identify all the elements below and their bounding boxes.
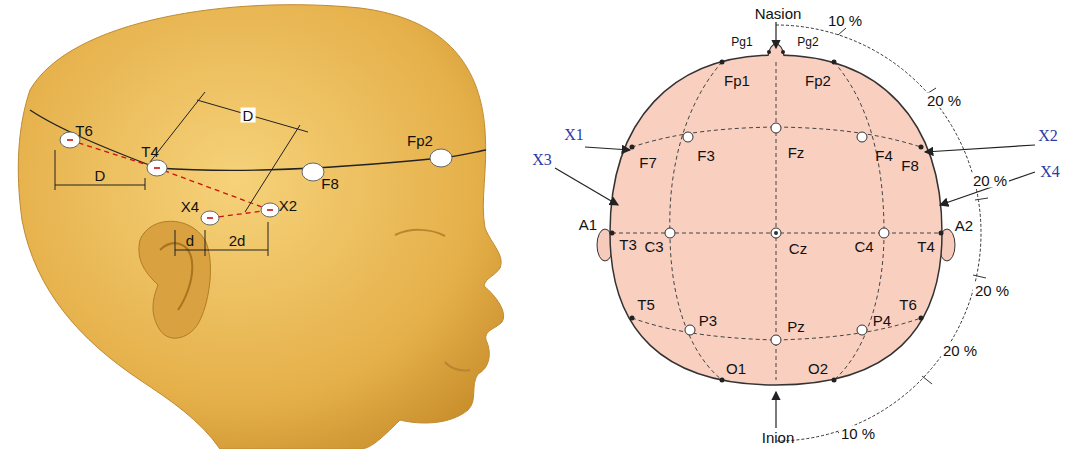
callout-label: X3: [532, 152, 552, 168]
electrode-label: Pg2: [797, 36, 818, 48]
electrode-label: C3: [644, 239, 663, 254]
electrode-label: O2: [808, 361, 828, 376]
electrode-label: Pz: [787, 319, 805, 334]
landmark-label: Inion: [762, 430, 795, 445]
electrode-label: P4: [873, 313, 891, 328]
electrode-label: T6: [75, 123, 93, 138]
landmark-label: A2: [955, 218, 973, 233]
percent-label: 20 %: [971, 173, 1009, 188]
electrode-label: Fz: [788, 145, 805, 160]
electrode-label: T4: [141, 144, 159, 159]
electrode-label: X4: [181, 199, 199, 214]
dimension-label: D: [95, 168, 106, 183]
scalp-map: [555, 22, 1035, 441]
percent-label: 20 %: [925, 93, 963, 108]
electrode-label: Fp2: [407, 133, 433, 148]
callout-label: X1: [564, 127, 584, 143]
percent-label: 10 %: [826, 13, 864, 28]
electrode-label: C4: [854, 239, 873, 254]
landmark-label: Nasion: [755, 6, 802, 21]
callout-label: X2: [1038, 128, 1058, 144]
percent-label: 20 %: [941, 343, 979, 358]
percent-label: 10 %: [839, 426, 877, 441]
electrode-label: T5: [637, 297, 655, 312]
electrode-label: F3: [697, 148, 715, 163]
electrode-label: O1: [726, 361, 746, 376]
landmark-label: A1: [579, 217, 597, 232]
dimension-label: 2d: [229, 233, 246, 248]
callout-label: X4: [1040, 164, 1060, 180]
electrode-label: T4: [917, 239, 935, 254]
dimension-label: D: [241, 108, 256, 123]
dimension-label: d: [186, 233, 194, 248]
head-illustration: [18, 5, 503, 449]
electrode-label: T6: [899, 297, 917, 312]
electrode-label: P3: [699, 313, 717, 328]
electrode-label: T3: [619, 237, 637, 252]
electrode-label: Fp2: [805, 73, 831, 88]
electrode-label: X2: [279, 198, 297, 213]
electrode-label: Pg1: [731, 36, 752, 48]
electrode-label: Cz: [789, 241, 807, 256]
electrode-label: Fp1: [724, 73, 750, 88]
electrode-label: F8: [901, 158, 919, 173]
electrode-label: F8: [321, 176, 339, 191]
electrode-label: F7: [639, 155, 657, 170]
percent-label: 20 %: [973, 283, 1011, 298]
electrode-label: F4: [875, 148, 893, 163]
